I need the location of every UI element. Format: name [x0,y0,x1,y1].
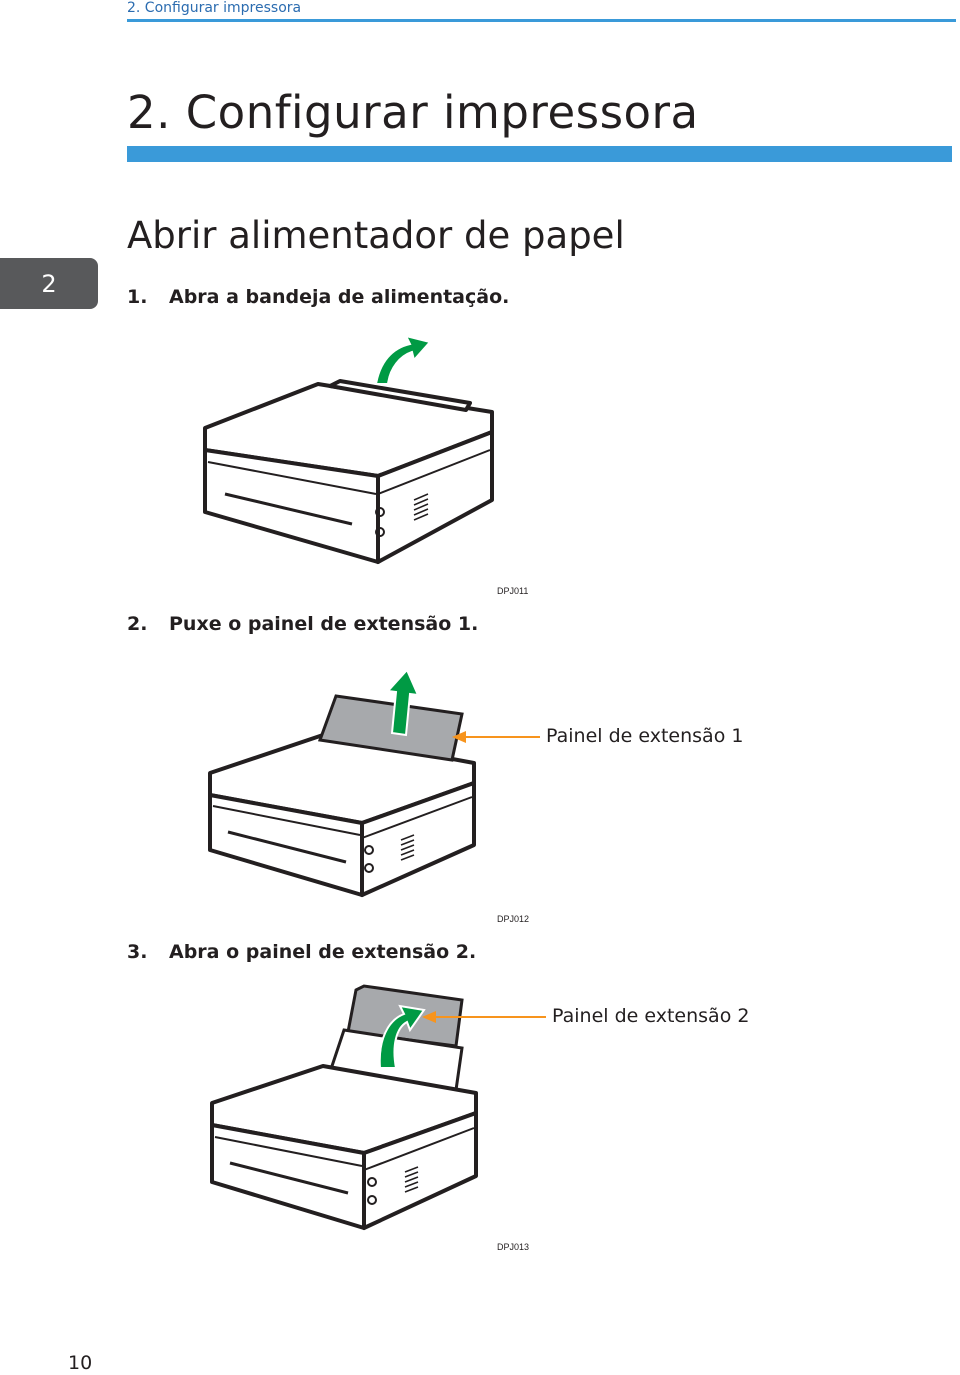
step-2: 2. Puxe o painel de extensão 1. [127,613,478,635]
green-up-arrow [385,668,420,737]
callout-leader-2 [422,1011,546,1023]
chapter-tab: 2 [0,258,98,309]
chapter-tab-number: 2 [41,269,57,298]
step-text: Abra o painel de extensão 2. [169,941,477,963]
page-number: 10 [68,1352,93,1374]
running-header: 2. Configurar impressora [127,0,302,16]
green-curved-arrow [374,334,432,385]
printer-illustration [203,379,494,564]
callout-label-2: Painel de extensão 2 [552,1005,750,1027]
step-number: 3. [127,941,148,963]
extension-panel-1 [317,694,464,762]
green-curved-arrow [378,1004,426,1069]
figure-code: DPJ011 [497,586,529,596]
figure-code: DPJ013 [497,1242,530,1252]
step-number: 1. [127,286,148,308]
step-1: 1. Abra a bandeja de alimentação. [127,286,509,308]
figure-code: DPJ012 [497,914,530,924]
callout-label-1: Painel de extensão 1 [546,725,744,747]
step-3: 3. Abra o painel de extensão 2. [127,941,476,963]
step-text: Puxe o painel de extensão 1. [169,613,479,635]
callout-leader-1 [452,731,540,743]
step-number: 2. [127,613,148,635]
vent-grille [413,493,429,521]
chapter-title: 2. Configurar impressora [127,86,699,139]
chapter-title-bar [127,146,952,162]
step-text: Abra a bandeja de alimentação. [169,286,510,308]
section-title: Abrir alimentador de papel [127,214,625,257]
header-rule [127,19,956,22]
